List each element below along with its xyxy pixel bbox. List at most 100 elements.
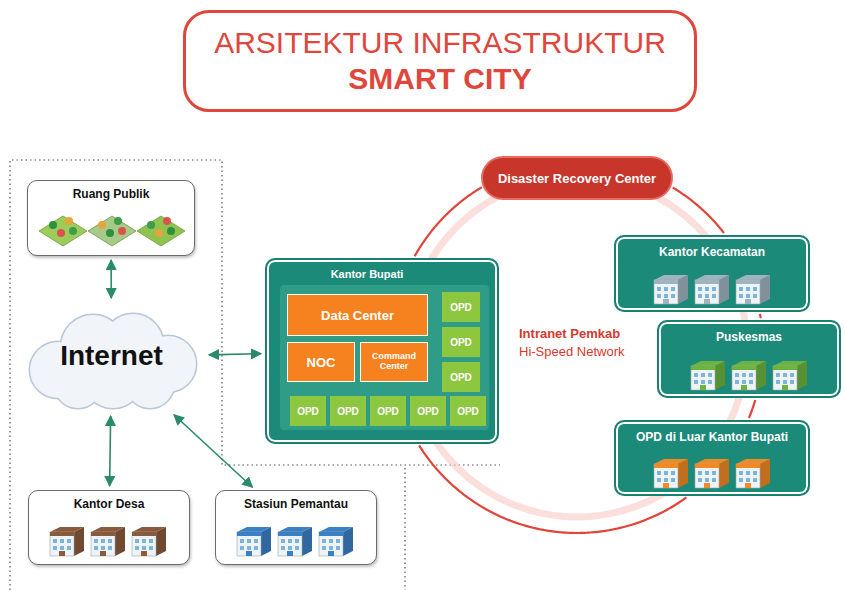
window [240,546,244,550]
park-tree [69,227,77,235]
building-side [719,459,729,488]
red-box: Disaster Recovery Center [483,158,671,198]
window [705,471,709,475]
zone-boundary [404,468,405,590]
building-side [74,527,84,556]
park-tree [118,227,126,235]
building-side [797,361,807,390]
park-tile [39,216,87,246]
window [790,373,794,377]
building-band [237,532,261,536]
park-tree [163,217,171,225]
window [742,373,746,377]
green-box: OPD [370,396,406,426]
window [746,287,750,291]
door [287,551,293,556]
park-tree [57,229,65,237]
orange-box: NOC [287,342,355,382]
window [708,373,712,377]
window [746,478,750,482]
window [94,546,98,550]
building-side [156,527,166,556]
park-tree [155,229,163,237]
window [657,287,661,291]
building-band [736,280,760,284]
door [141,551,147,556]
window [783,373,787,377]
window [322,546,326,550]
door [663,483,669,488]
park-tree [147,221,155,229]
window [701,380,705,384]
door [741,385,747,390]
door [100,551,106,556]
window [712,287,716,291]
window [664,287,668,291]
building-front [654,280,678,304]
green-box: OPD [442,292,480,322]
node-label: OPD [337,406,359,417]
node-label: Disaster Recovery Center [498,171,656,186]
building-icon [695,459,729,488]
building-front [91,532,115,556]
window [671,478,675,482]
window [288,546,292,550]
building-roof [736,275,770,280]
door [704,483,710,488]
park-tree [65,217,73,225]
orangeSmall-box: Command Center [360,342,428,382]
building-band [132,532,156,536]
plain-box: Kantor Desa [28,490,190,565]
building-band [91,532,115,536]
window [712,471,716,475]
intranet-ring [673,188,724,234]
building-icon [732,361,766,390]
window [149,546,153,550]
building-roof [237,527,271,532]
window [694,380,698,384]
cloud-node: Internet [18,302,205,412]
window [749,373,753,377]
building-roof [319,527,353,532]
door [663,299,669,304]
building-front [695,280,719,304]
door [745,483,751,488]
window [281,546,285,550]
building-front [691,366,715,390]
building-front [695,464,719,488]
network-label: Hi-Speed Network [519,344,625,359]
building-icon [91,527,125,556]
window [254,546,258,550]
teal-box: Puskesmas [657,320,841,398]
building-icon [132,527,166,556]
node-label: OPD [417,406,439,417]
park-tree [49,221,57,229]
park-tree [98,221,106,229]
park-tile [137,216,185,246]
node-label: NOC [307,355,336,370]
window [701,373,705,377]
window [739,294,743,298]
window [783,380,787,384]
window [705,478,709,482]
window [739,478,743,482]
green-box: OPD [410,396,446,426]
intranet-ring [415,187,482,256]
building-roof [91,527,125,532]
building-front [654,464,678,488]
building-icon [736,275,770,304]
window [753,478,757,482]
building-band [278,532,302,536]
title: ARSITEKTUR INFRASTRUKTUR SMART CITY [206,25,674,97]
node-label: OPD [450,302,472,313]
teal-box: OPD di Luar Kantor Bupati [614,420,810,496]
plain-box: Ruang Publik [27,180,195,256]
building-roof [278,527,312,532]
building-side [678,275,688,304]
green-box: OPD [442,362,480,392]
teal-box: Kantor Kecamatan [614,235,810,312]
building-band [691,366,715,370]
door [704,299,710,304]
building-roof [50,527,84,532]
green-box: OPD [290,396,326,426]
